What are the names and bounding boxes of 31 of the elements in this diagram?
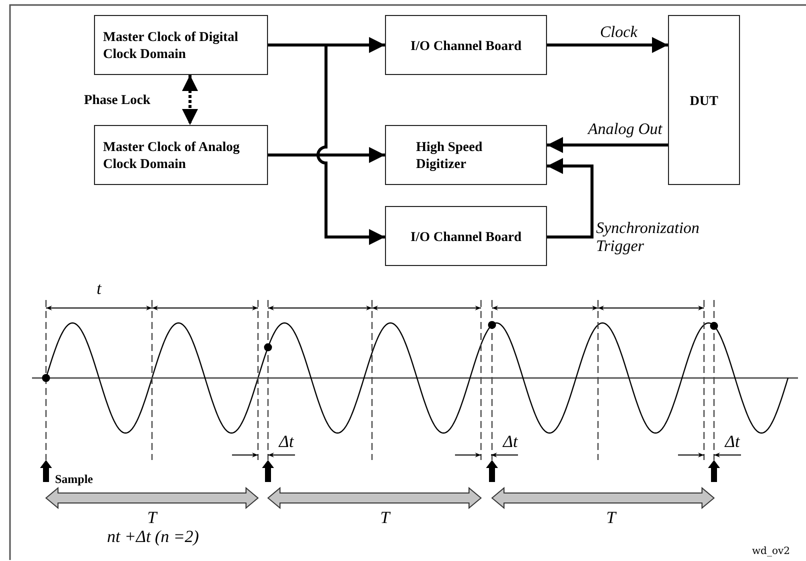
dashed-arrow	[182, 75, 198, 125]
clock-source-box	[94, 125, 268, 185]
board-box	[385, 15, 547, 75]
edge-label: Analog Out	[588, 121, 662, 139]
box-label: I/O Channel Board	[410, 36, 522, 54]
box-label: High Speed Digitizer	[416, 138, 484, 172]
edge-label: Synchronization Trigger	[596, 220, 700, 256]
arrow	[547, 37, 668, 53]
device-box	[668, 15, 740, 185]
figure-id: wd_ov2	[752, 545, 790, 559]
digitizer-box	[385, 125, 547, 185]
box-label: Master Clock of Digital Clock Domain	[103, 28, 240, 62]
period-label: t	[96, 279, 102, 298]
clock-source-box	[94, 15, 268, 75]
offset-label: Δt	[503, 432, 518, 451]
period-label: T	[380, 508, 390, 527]
board-box	[385, 206, 547, 266]
box-label: DUT	[690, 92, 718, 108]
sample-label: Sample	[55, 471, 94, 488]
period-label: T	[147, 508, 157, 527]
period-label: T	[606, 508, 616, 527]
arrow	[268, 147, 385, 163]
offset-label: Δt	[725, 432, 740, 451]
edge-label: Phase Lock	[84, 91, 150, 109]
offset-label: Δt	[279, 432, 294, 451]
arrow	[547, 137, 668, 153]
box-label: I/O Channel Board	[410, 228, 522, 244]
box-label: Master Clock of Analog Clock Domain	[103, 138, 241, 172]
arrow	[268, 44, 385, 245]
arrow	[547, 158, 594, 238]
formula-label: nt +Δt (n =2)	[107, 527, 199, 546]
